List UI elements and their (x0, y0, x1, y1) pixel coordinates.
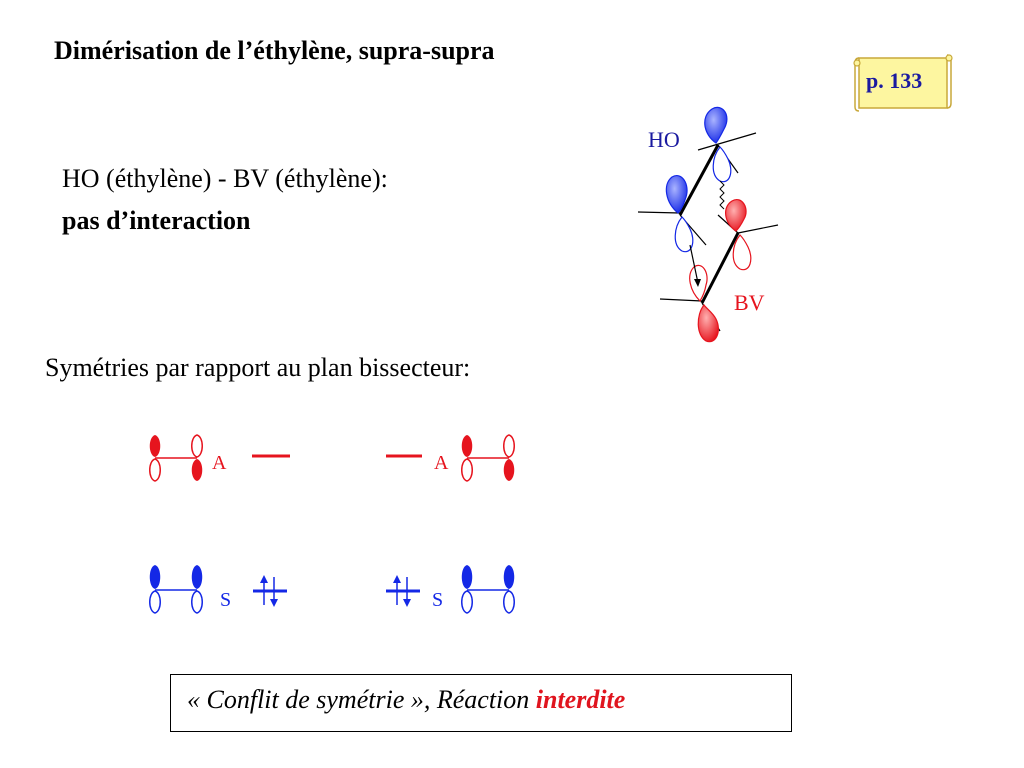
conclusion-box (170, 674, 792, 732)
left-antisymmetric-label: A (212, 452, 227, 474)
right-symmetric-orbital (461, 565, 515, 614)
right-symmetric-electron-pair (386, 575, 420, 607)
homo-ethylene (637, 106, 757, 253)
interaction-arrow (689, 244, 699, 284)
right-antisymmetric-label: A (434, 452, 449, 474)
symmetry-correlation-diagram: A A S S (149, 434, 515, 614)
lumo-label: BV (734, 290, 765, 315)
homo-lumo-orbital-diagram: HO BV (637, 106, 779, 343)
conclusion-main: « Conflit de symétrie », Réaction (187, 685, 530, 714)
lumo-ethylene (659, 199, 779, 343)
right-symmetric-label: S (432, 589, 443, 611)
page-reference-label: p. 133 (866, 68, 923, 93)
page-reference-note (853, 54, 953, 112)
right-antisymmetric-orbital (461, 434, 515, 482)
left-symmetric-electron-pair (253, 575, 287, 607)
conclusion-highlight: interdite (535, 685, 626, 714)
interaction-conclusion: pas d’interaction (62, 206, 251, 235)
conclusion-text: « Conflit de symétrie », Réaction interd… (187, 685, 625, 715)
interaction-statement: HO (éthylène) - BV (éthylène): (62, 164, 388, 193)
symmetry-heading: Symétries par rapport au plan bissecteur… (45, 353, 471, 382)
left-symmetric-label: S (220, 589, 231, 611)
homo-label: HO (648, 127, 680, 152)
left-symmetric-orbital (149, 565, 203, 614)
left-antisymmetric-orbital (149, 434, 203, 482)
no-interaction-wavy-line (719, 180, 725, 210)
page-title: Dimérisation de l’éthylène, supra-supra (54, 36, 495, 65)
